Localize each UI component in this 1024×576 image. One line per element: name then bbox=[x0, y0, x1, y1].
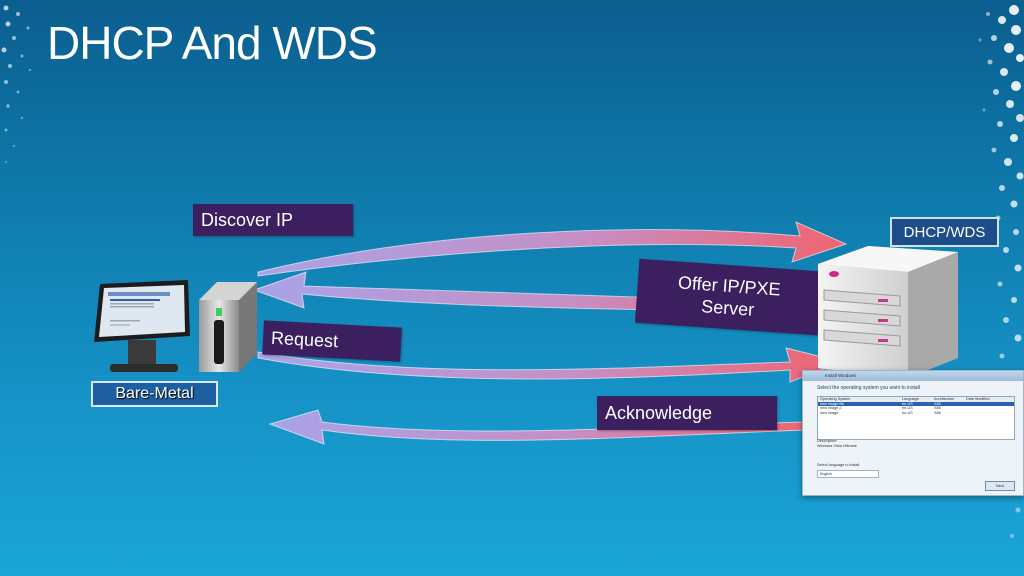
cell-architecture: X86 bbox=[934, 406, 941, 410]
decorative-dots-right bbox=[978, 5, 1024, 538]
os-image-table: Operating System Language Architecture D… bbox=[817, 396, 1015, 440]
cell-date bbox=[966, 411, 1012, 416]
cell-language: en-US bbox=[902, 401, 913, 406]
server-tower-icon bbox=[818, 246, 958, 380]
column-header: Date Modified bbox=[966, 397, 990, 401]
message-offer-line-2: Server bbox=[700, 296, 755, 320]
client-tower-icon bbox=[199, 282, 257, 372]
client-monitor-foot bbox=[110, 364, 178, 372]
table-header-row: Operating System Language Architecture D… bbox=[818, 397, 1014, 402]
install-window-description: Description: Windows Vista Ultimate bbox=[817, 439, 857, 449]
install-window-titlebar: Install Windows bbox=[803, 371, 1023, 381]
next-button[interactable]: Next bbox=[985, 481, 1015, 491]
cell-language: en-US bbox=[902, 410, 913, 415]
arrow-discover bbox=[257, 221, 848, 277]
message-acknowledge-label: Acknowledge bbox=[597, 396, 777, 430]
install-windows-window: Install Windows Select the operating sys… bbox=[802, 370, 1024, 496]
message-discover-label: Discover IP bbox=[193, 204, 353, 236]
table-row[interactable]: new image en-US X86 bbox=[818, 411, 1014, 416]
client-monitor-icon bbox=[94, 280, 190, 342]
cell-os: new image 2 bbox=[820, 406, 842, 410]
client-label-badge: Bare-Metal bbox=[91, 381, 218, 407]
language-label: Select language to install: bbox=[817, 463, 861, 467]
language-select[interactable]: English bbox=[817, 470, 879, 478]
cell-os: new image file bbox=[820, 401, 845, 406]
cell-architecture: X86 bbox=[934, 401, 941, 406]
column-header: Operating System bbox=[820, 397, 851, 401]
message-offer-label: Offer IP/PXE Server bbox=[634, 258, 823, 336]
install-window-heading: Select the operating system you want to … bbox=[817, 385, 920, 391]
cell-os: new image bbox=[820, 410, 839, 415]
column-header: Language bbox=[902, 397, 919, 401]
message-request-label: Request bbox=[262, 320, 402, 362]
description-label: Description: bbox=[817, 439, 838, 443]
server-label-badge: DHCP/WDS bbox=[890, 217, 999, 247]
cell-architecture: X86 bbox=[934, 410, 941, 415]
decorative-dots-left bbox=[1, 5, 32, 164]
cell-language: en-US bbox=[902, 406, 913, 410]
table-row[interactable]: new image 2 en-US X86 bbox=[818, 406, 1014, 411]
description-value: Windows Vista Ultimate bbox=[817, 444, 857, 448]
column-header: Architecture bbox=[934, 397, 955, 401]
slide-title: DHCP And WDS bbox=[47, 17, 378, 69]
table-row[interactable]: new image file en-US X86 bbox=[818, 401, 1014, 406]
